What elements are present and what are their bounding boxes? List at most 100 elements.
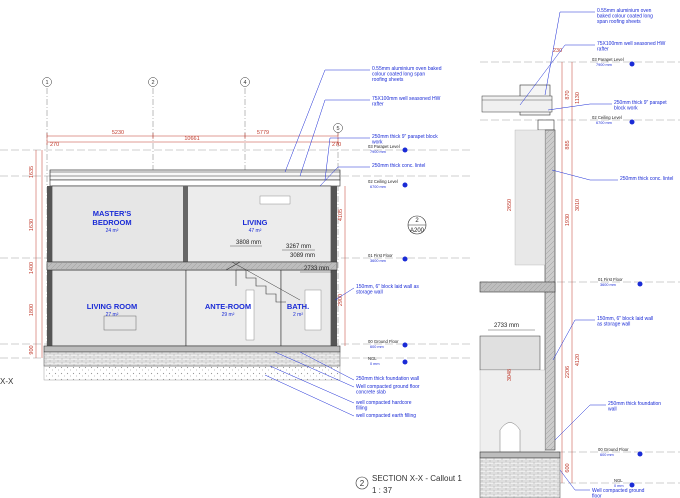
dim-270-left: 270: [50, 142, 59, 148]
callout-level-parapet: 03 Parapet Level: [592, 57, 624, 62]
callout-level-parapet-value: 7900 mm: [596, 63, 612, 67]
dim-5230: 5230: [112, 130, 124, 136]
room-ante-room-area: 29 m²: [222, 312, 235, 318]
room-living-room: LIVING ROOM: [87, 302, 137, 311]
dim-5779: 5779: [257, 130, 269, 136]
level-first-name: 01 First Floor: [368, 253, 393, 258]
callout-level-first: 01 First Floor: [598, 277, 623, 282]
callout-dim-3010: 3010: [575, 199, 581, 211]
dim-v-1800: 1800: [29, 304, 35, 316]
callout-dim-230: 230: [553, 48, 562, 54]
callout-level-ground-value: 600 mm: [600, 453, 614, 457]
grid-label-2: 2: [151, 80, 154, 86]
grid-label-1: 1: [45, 80, 48, 86]
dim-v-4105: 4105: [338, 209, 344, 221]
marker-sheet: A200: [410, 228, 425, 234]
level-ngl-value: 0 mm: [370, 362, 380, 366]
level-tags: 03 Parapet Level 7900 mm 02 Ceiling Leve…: [368, 144, 408, 366]
left-vertical-dimensions: 1635 1630 1400 1800 900: [29, 150, 43, 358]
room-masters-line1: MASTER'S: [93, 209, 131, 218]
dim-3089: 3089 mm: [290, 253, 315, 259]
annotation-lintel: 250mm thick conc. lintel: [372, 163, 425, 169]
room-masters-area: 24 m²: [106, 228, 119, 234]
level-tag-ground: 00 Ground Floor 600 mm: [368, 339, 399, 349]
dim-3267: 3267 mm: [286, 244, 311, 250]
callout-level-first-value: 3600 mm: [600, 283, 616, 287]
grid-bubbles: 1 2 4 5: [42, 77, 343, 133]
room-bath-area: 2 m²: [293, 312, 303, 318]
level-ground-name: 00 Ground Floor: [368, 339, 399, 344]
callout-dim-600: 600: [565, 463, 571, 472]
level-first-value: 3600 mm: [370, 259, 386, 263]
section-title: SECTION X-X - Callout 1: [372, 474, 462, 483]
level-parapet-name: 03 Parapet Level: [368, 144, 400, 149]
room-living-area: 47 m²: [249, 228, 262, 234]
room-masters-line2: BEDROOM: [92, 218, 131, 227]
dim-3808: 3808 mm: [236, 240, 261, 246]
level-ground-value: 600 mm: [370, 345, 384, 349]
callout-level-tags: 03 Parapet Level 7900 mm 02 Ceiling Leve…: [592, 57, 643, 488]
level-ngl-name: NGL: [368, 356, 377, 361]
top-dimensions: 5230 10661 5779 270 270: [46, 130, 341, 148]
dim-270-right: 270: [332, 142, 341, 148]
dim-v-1400: 1400: [29, 262, 35, 274]
dim-v-2900: 2900: [338, 294, 344, 306]
room-ante-room: ANTE-ROOM: [205, 302, 251, 311]
annotation-foundation-wall: 250mm thick foundation wall: [356, 376, 419, 382]
callout-detail: 2733 mm 230 870 1130 885 2650 1930 3010 …: [479, 48, 680, 498]
callout-level-ngl-value: 0 mm: [614, 484, 624, 488]
title-number: 2: [360, 479, 365, 488]
room-bath: BATH.: [287, 302, 309, 311]
dim-v-1635: 1635: [29, 166, 35, 178]
dim-v-1630: 1630: [29, 219, 35, 231]
room-living: LIVING: [242, 218, 267, 227]
callout-level-ceiling: 02 Ceiling Level: [592, 115, 622, 120]
stair-dimensions: 3808 mm 3267 mm 3089 mm 2733 mm: [230, 240, 332, 273]
level-tag-first: 01 First Floor 3600 mm: [368, 253, 393, 263]
marker-number: 2: [415, 218, 419, 224]
level-tag-ngl: NGL 0 mm: [368, 356, 380, 366]
callout-level-ceiling-value: 6700 mm: [596, 121, 612, 125]
callout-dim-4120: 4120: [575, 354, 581, 366]
level-parapet-value: 7900 mm: [370, 150, 386, 154]
level-ceiling-name: 02 Ceiling Level: [368, 179, 398, 184]
callout-dim-3048: 3048: [507, 369, 513, 381]
room-living-room-area: 27 m²: [106, 312, 119, 318]
dim-v-900: 900: [29, 345, 35, 354]
level-tag-ceiling: 02 Ceiling Level 6700 mm: [368, 179, 398, 189]
drawing-title: 2 SECTION X-X - Callout 1 1 : 37: [355, 474, 462, 495]
callout-dim-885: 885: [565, 140, 571, 149]
callout-dim-870: 870: [565, 90, 571, 99]
level-ceiling-value: 6700 mm: [370, 185, 386, 189]
callout-level-ngl: NGL: [614, 478, 623, 483]
section-marker: 2 A200: [407, 215, 427, 235]
callout-dim-2206: 2206: [565, 366, 571, 378]
callout-dim-2650: 2650: [507, 199, 513, 211]
grid-label-5: 5: [336, 126, 339, 132]
left-cut-label: X-X: [0, 377, 14, 386]
building-section: [43, 169, 341, 381]
dim-10661: 10661: [184, 136, 199, 142]
room-labels: MASTER'S BEDROOM 24 m² LIVING 47 m² LIVI…: [87, 209, 309, 318]
callout-annotation-lintel: 250mm thick conc. lintel: [620, 176, 673, 182]
grid-label-4: 4: [243, 80, 246, 86]
section-scale: 1 : 37: [372, 486, 393, 495]
dim-2733: 2733 mm: [304, 266, 329, 272]
callout-dim-2733: 2733 mm: [494, 323, 519, 329]
